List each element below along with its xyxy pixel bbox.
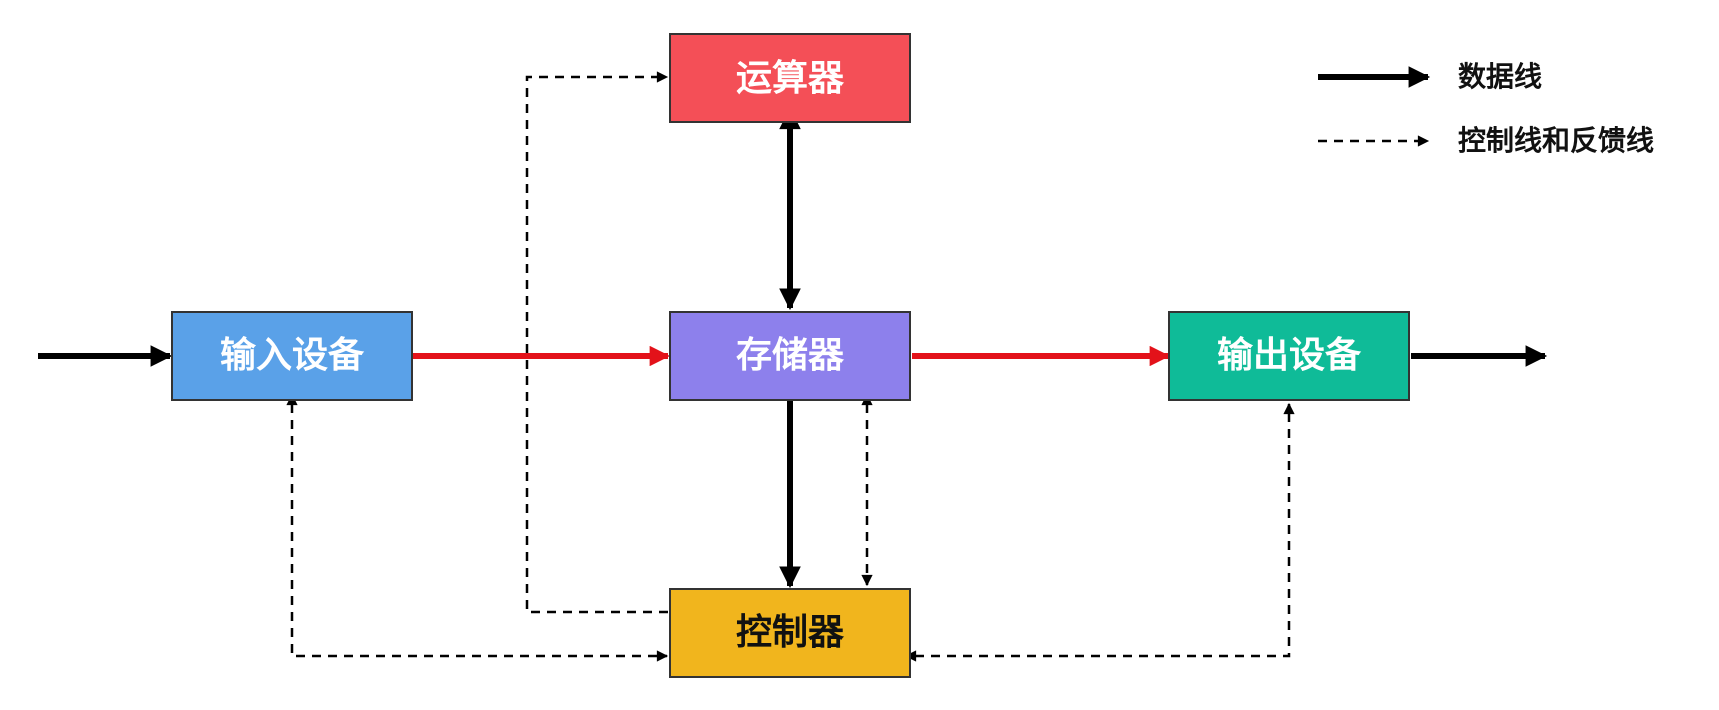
output-device-label: 输出设备 xyxy=(1217,335,1362,376)
alu-box: 运算器 xyxy=(669,33,911,123)
legend: 数据线 控制线和反馈线 xyxy=(1318,60,1654,157)
legend-data-line-label: 数据线 xyxy=(1458,60,1542,93)
memory-label: 存储器 xyxy=(736,335,845,376)
control-input-line xyxy=(286,393,669,662)
memory-rect xyxy=(669,311,911,401)
input-device-box: 输入设备 xyxy=(171,311,413,401)
input-device-label: 输入设备 xyxy=(220,335,365,376)
legend-control-line-label: 控制线和反馈线 xyxy=(1458,124,1654,157)
control-to-alu-line xyxy=(525,71,669,614)
output-device-box: 输出设备 xyxy=(1168,311,1410,401)
memory-box: 存储器 xyxy=(669,311,911,401)
control-rect xyxy=(669,588,911,678)
input-device-rect xyxy=(171,311,413,401)
control-label: 控制器 xyxy=(736,612,845,653)
alu-rect xyxy=(669,33,911,123)
output-device-rect xyxy=(1168,311,1410,401)
control-box: 控制器 xyxy=(669,588,911,678)
control-output-line xyxy=(904,402,1295,662)
alu-label: 运算器 xyxy=(736,58,845,99)
